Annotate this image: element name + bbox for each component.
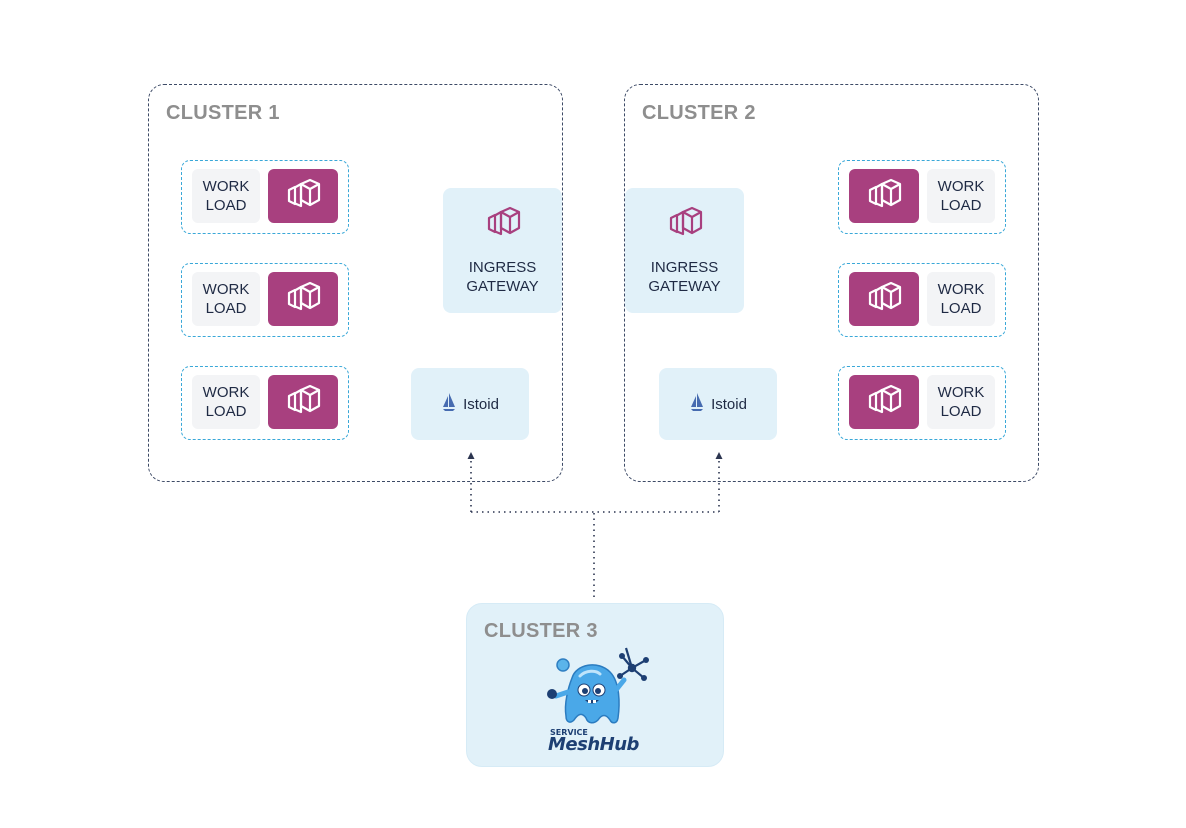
- logo-small-text: SERVICE: [550, 728, 588, 737]
- istiod: Istoid: [659, 368, 777, 440]
- envoy-proxy: [849, 375, 919, 429]
- envoy-icon: [665, 206, 705, 243]
- arrow-head-icon: [467, 452, 475, 459]
- envoy-icon: [283, 178, 323, 215]
- envoy-proxy: [849, 169, 919, 223]
- envoy-icon: [864, 281, 904, 318]
- istio-sail-icon: [441, 392, 457, 416]
- workload-label: WORK LOAD: [927, 272, 995, 326]
- istiod: Istoid: [411, 368, 529, 440]
- envoy-proxy: [268, 272, 338, 326]
- envoy-icon: [864, 384, 904, 421]
- network-node-icon: [619, 647, 647, 679]
- workload-row: WORK LOAD: [181, 160, 349, 234]
- workload-label: WORK LOAD: [192, 375, 260, 429]
- istiod-label: Istoid: [711, 395, 747, 413]
- envoy-proxy: [849, 272, 919, 326]
- ingress-gateway-label: INGRESS GATEWAY: [648, 259, 721, 295]
- workload-row: WORK LOAD: [181, 263, 349, 337]
- istiod-label: Istoid: [463, 395, 499, 413]
- workload-row: WORK LOAD: [838, 263, 1006, 337]
- workload-row: WORK LOAD: [181, 366, 349, 440]
- workload-row: WORK LOAD: [838, 160, 1006, 234]
- logo-brand-text: MeshHub: [548, 734, 640, 755]
- cluster-3-title: CLUSTER 3: [484, 620, 598, 642]
- workload-label: WORK LOAD: [192, 169, 260, 223]
- ingress-gateway: INGRESS GATEWAY: [625, 188, 744, 313]
- ingress-gateway-label: INGRESS GATEWAY: [466, 259, 539, 295]
- cluster-1-title: CLUSTER 1: [166, 102, 280, 124]
- istio-sail-icon: [689, 392, 705, 416]
- workload-label: WORK LOAD: [927, 169, 995, 223]
- ingress-gateway: INGRESS GATEWAY: [443, 188, 562, 313]
- workload-label: WORK LOAD: [192, 272, 260, 326]
- cluster-2: [624, 84, 1039, 482]
- envoy-proxy: [268, 169, 338, 223]
- envoy-icon: [283, 384, 323, 421]
- envoy-icon: [483, 206, 523, 243]
- workload-row: WORK LOAD: [838, 366, 1006, 440]
- cluster-2-title: CLUSTER 2: [642, 102, 756, 124]
- workload-label: WORK LOAD: [927, 375, 995, 429]
- cluster-1: [148, 84, 563, 482]
- arrow-head-icon: [715, 452, 723, 459]
- envoy-icon: [283, 281, 323, 318]
- envoy-icon: [864, 178, 904, 215]
- envoy-proxy: [268, 375, 338, 429]
- service-meshhub-logo: SERVICE MeshHub: [547, 647, 649, 755]
